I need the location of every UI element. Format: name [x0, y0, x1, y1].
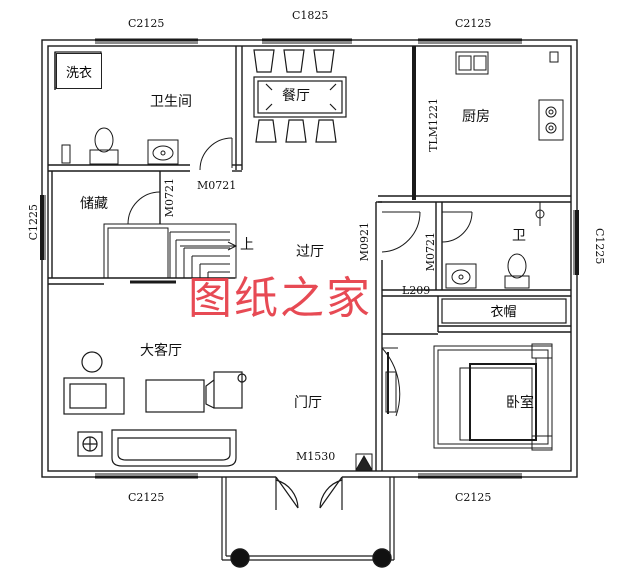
door-label-kitchen: TLM1221 [427, 98, 440, 152]
door-toilet [441, 211, 473, 243]
window-top-left [95, 38, 198, 44]
bed [433, 343, 553, 451]
wardrobe-box [441, 298, 567, 324]
room-hall: 过厅 [296, 244, 324, 260]
door-label-bath: M0721 [197, 179, 237, 192]
kitchen-fixtures [455, 51, 564, 226]
dining-table [253, 49, 347, 143]
room-kitchen: 厨房 [462, 109, 490, 125]
toilet-fixtures [445, 253, 530, 289]
window-top-mid [262, 38, 352, 44]
window-top-right [418, 38, 522, 44]
door-label-main: M1530 [296, 450, 336, 463]
room-dining: 餐厅 [282, 88, 310, 104]
room-wardrobe: 衣帽 [490, 305, 517, 320]
window-label-left: C1225 [27, 204, 40, 241]
room-toilet: 卫 [512, 228, 526, 244]
stair-mark [355, 453, 373, 471]
door-hall [375, 211, 421, 258]
room-living: 大客厅 [140, 343, 182, 359]
door-label-toilet: M0721 [424, 232, 437, 272]
window-label-right: C1225 [593, 228, 606, 265]
door-label-storage: M0721 [163, 178, 176, 218]
entrance-porch [221, 475, 395, 561]
window-label-bottom-left: C2125 [128, 491, 165, 504]
watermark: 图纸之家 [188, 273, 372, 324]
window-left [40, 195, 46, 260]
bathroom-fixtures [61, 127, 179, 165]
porch-column-left [230, 548, 250, 568]
porch-column-right [372, 548, 392, 568]
window-label-top-left: C2125 [128, 17, 165, 30]
door-label-hall: M0921 [358, 222, 371, 262]
door-bath [199, 137, 233, 171]
door-storage [127, 191, 161, 225]
door-bedroom [381, 347, 401, 417]
window-right [573, 210, 579, 275]
living-furniture [63, 351, 247, 467]
stair [103, 223, 238, 284]
window-label-bottom-right: C2125 [455, 491, 492, 504]
room-storage: 储藏 [80, 196, 108, 212]
window-label-top-right: C2125 [455, 17, 492, 30]
window-bottom-right [418, 473, 522, 479]
bedroom-window-seat [385, 371, 397, 413]
room-bathroom: 卫生间 [150, 94, 192, 110]
room-bedroom: 卧室 [506, 395, 534, 411]
stair-up-label: 上 [240, 237, 254, 253]
opening-label-wardrobe: L209 [402, 284, 431, 297]
window-bottom-left [95, 473, 198, 479]
window-label-top-mid: C1825 [292, 9, 329, 22]
room-foyer: 门厅 [294, 395, 322, 411]
room-laundry: 洗衣 [56, 53, 102, 89]
